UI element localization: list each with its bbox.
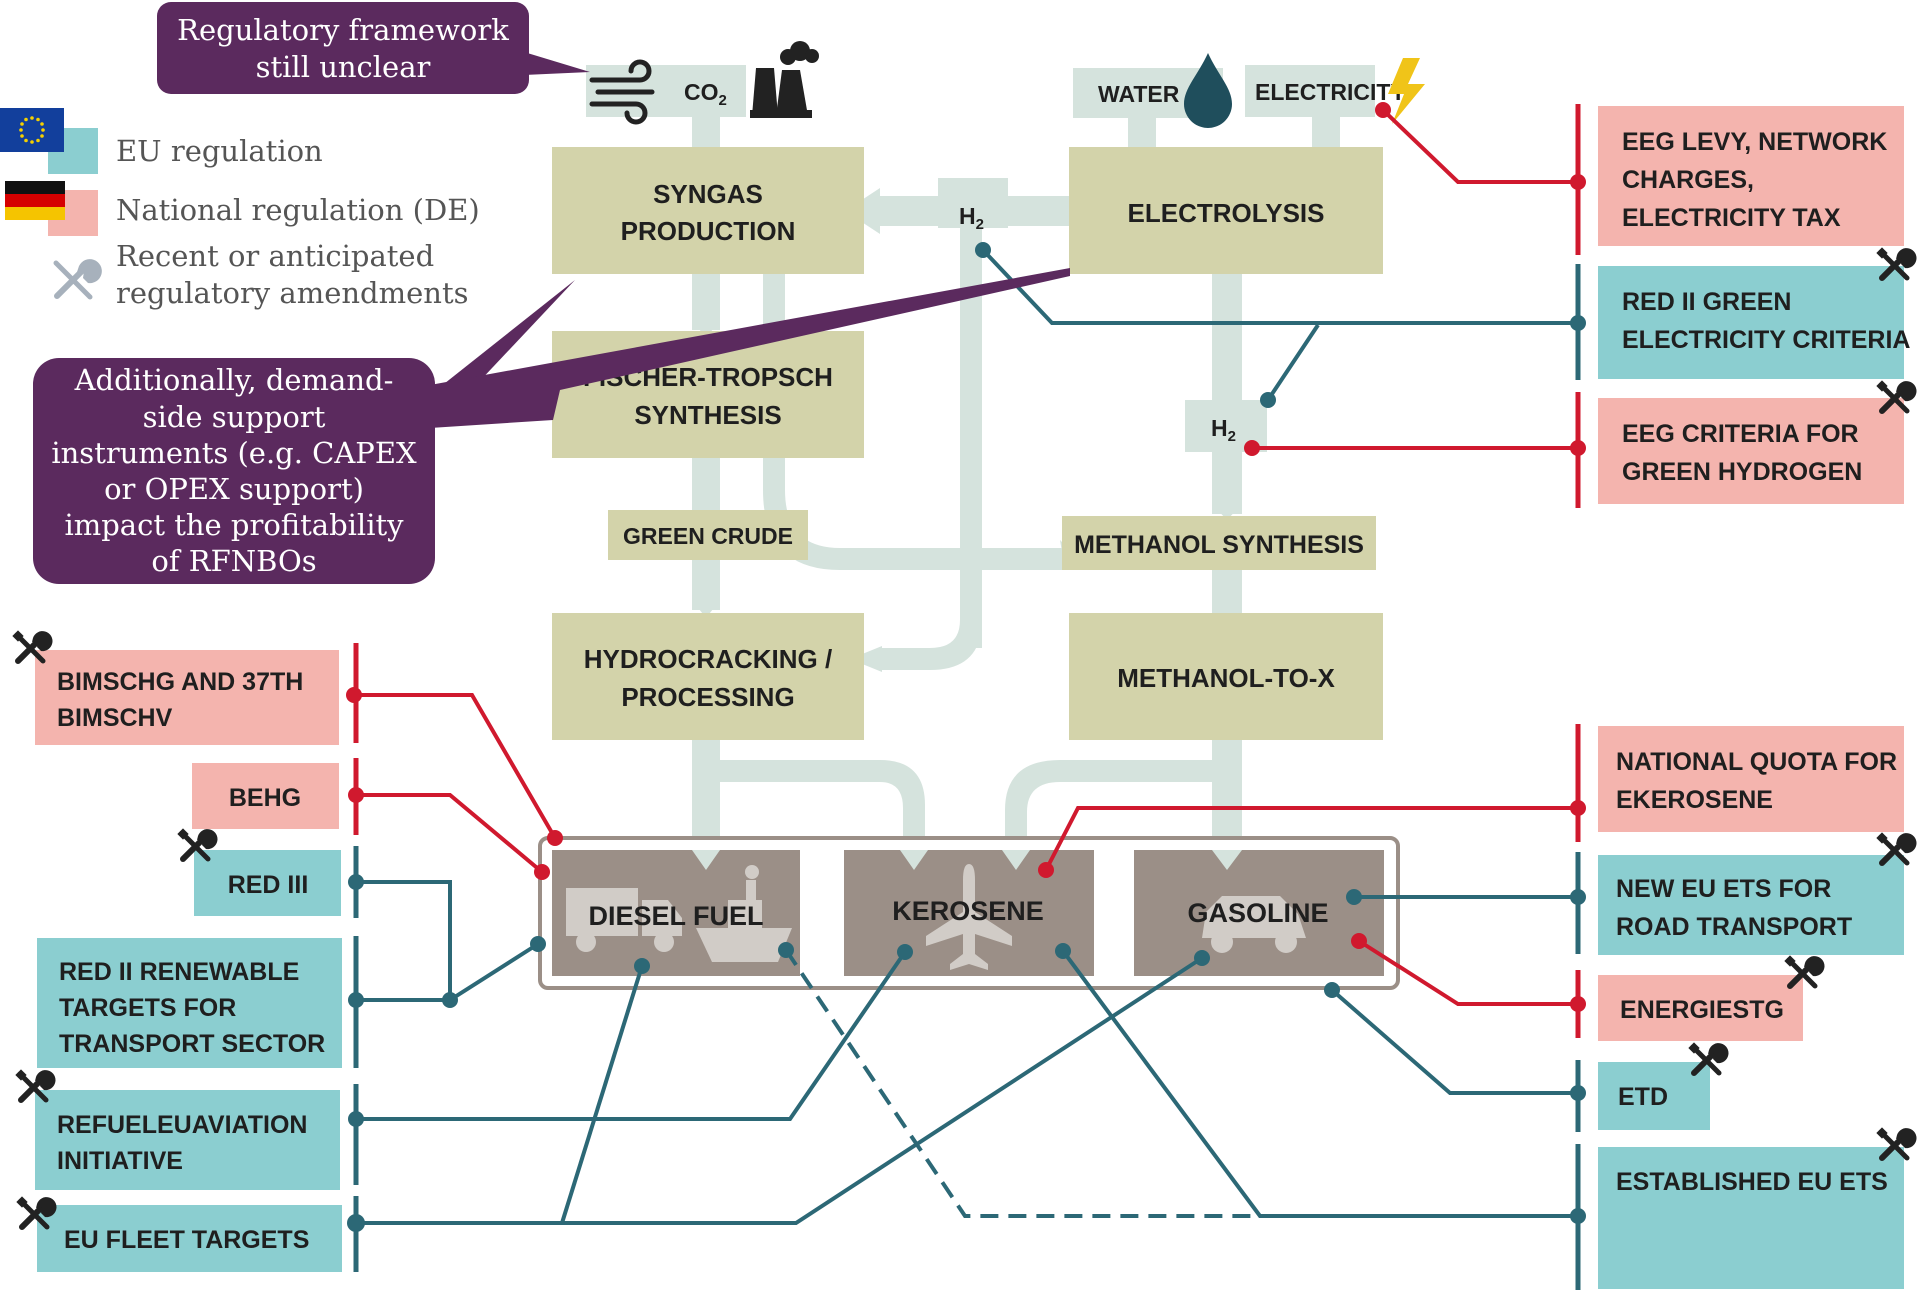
- methanol-synthesis-label: METHANOL SYNTHESIS: [1074, 531, 1364, 559]
- reg-red2-green-label-1: RED II GREEN: [1622, 288, 1791, 316]
- reg-red2-green-label-2: ELECTRICITY CRITERIA: [1622, 326, 1910, 354]
- gasoline-label: GASOLINE: [1187, 898, 1328, 928]
- methanol-synthesis-box: [1062, 516, 1376, 570]
- reg-red3-label: RED III: [228, 871, 309, 899]
- h2-lower-label: H2: [1211, 415, 1236, 445]
- wind-icon: [589, 59, 655, 125]
- water-drop-icon: [1184, 53, 1232, 128]
- electrolysis-box: [1069, 147, 1383, 274]
- reg-behg: [192, 763, 339, 829]
- callout-left-line-6: of RFNBOs: [151, 544, 316, 578]
- reg-bimschg-label-1: BIMSCHG AND 37TH: [57, 668, 303, 696]
- fischer-label-2: SYNTHESIS: [634, 400, 781, 430]
- reg-eeg-levy: [1598, 106, 1904, 246]
- reg-fleet-label: EU FLEET TARGETS: [64, 1226, 309, 1254]
- co2-label: CO2: [684, 79, 727, 109]
- electricity-label: ELECTRICITY: [1255, 79, 1406, 105]
- reg-red2-green: [1598, 266, 1904, 379]
- reg-fleet: [37, 1205, 342, 1272]
- reg-ets: [1598, 1147, 1904, 1289]
- eu-dots: [347, 242, 1586, 1232]
- eu-flag-icon: [0, 108, 64, 152]
- reg-eeg-levy-label-1: EEG LEVY, NETWORK: [1622, 128, 1887, 156]
- legend-amend-label-1: Recent or anticipated: [116, 239, 434, 273]
- airplane-icon: [926, 864, 1012, 970]
- syngas-box: [552, 147, 864, 274]
- car-icon: [1202, 896, 1306, 953]
- reg-quota-label-1: NATIONAL QUOTA FOR: [1616, 748, 1897, 776]
- ship-icon: [696, 865, 792, 962]
- reg-etd-label: ETD: [1618, 1083, 1668, 1111]
- syngas-label-1: SYNGAS: [653, 179, 763, 209]
- process-boxes: [552, 147, 1383, 740]
- green-crude-label: GREEN CRUDE: [623, 523, 793, 549]
- reg-red2-transport-label-1: RED II RENEWABLE: [59, 958, 299, 986]
- truck-icon: [566, 888, 682, 952]
- reg-red2-transport-label-3: TRANSPORT SECTOR: [59, 1030, 325, 1058]
- wrench-icon: [1784, 955, 1824, 986]
- legend-amend-label-2: regulatory amendments: [116, 276, 468, 310]
- factory-icon: [750, 41, 819, 118]
- callout-top: Regulatory framework still unclear: [157, 2, 590, 94]
- reg-eeg-h2: [1598, 398, 1904, 504]
- reg-eeg-h2-label-2: GREEN HYDROGEN: [1622, 458, 1862, 486]
- callout-left-line-3: instruments (e.g. CAPEX: [51, 436, 417, 470]
- reg-new-ets: [1598, 855, 1904, 955]
- reg-quota-label-2: EKEROSENE: [1616, 786, 1773, 814]
- callout-top-line-1: Regulatory framework: [177, 13, 509, 47]
- water-label: WATER: [1098, 81, 1180, 107]
- reg-new-ets-label-2: ROAD TRANSPORT: [1616, 913, 1852, 941]
- reg-eeg-h2-label-1: EEG CRITERIA FOR: [1622, 420, 1859, 448]
- reg-refuel-label-1: REFUELEUAVIATION: [57, 1111, 307, 1139]
- reg-red2-transport: [37, 938, 342, 1068]
- green-crude-box: [608, 510, 808, 560]
- reg-refuel-label-2: INITIATIVE: [57, 1147, 183, 1175]
- reg-energiestg-label: ENERGIESTG: [1620, 996, 1784, 1024]
- wrench-icon: [53, 259, 102, 300]
- electrolysis-label: ELECTROLYSIS: [1128, 198, 1325, 228]
- callout-left-line-5: impact the profitability: [64, 508, 404, 542]
- reg-behg-label: BEHG: [229, 784, 301, 812]
- reg-eeg-levy-label-3: ELECTRICITY TAX: [1622, 204, 1841, 232]
- kerosene-label: KEROSENE: [892, 896, 1044, 926]
- national-connector-lines: [354, 108, 1578, 1006]
- h2-upper-box: [938, 178, 1008, 228]
- reg-eeg-levy-label-2: CHARGES,: [1622, 166, 1754, 194]
- hydrocracking-label-2: PROCESSING: [621, 682, 794, 712]
- callout-left-line-2: side support: [143, 400, 326, 434]
- reg-new-ets-label-1: NEW EU ETS FOR: [1616, 875, 1831, 903]
- reg-quota: [1598, 726, 1904, 832]
- callout-left: Additionally, demand- side support instr…: [33, 268, 1070, 584]
- reg-bimschg-label-2: BIMSCHV: [57, 704, 173, 732]
- callout-top-line-2: still unclear: [256, 50, 431, 84]
- reg-red3: [194, 850, 341, 916]
- legend: EU regulation National regulation (DE) R…: [0, 108, 480, 310]
- callout-left-line-1: Additionally, demand-: [74, 363, 394, 397]
- syngas-label-2: PRODUCTION: [621, 216, 796, 246]
- lightning-icon: [1388, 58, 1425, 124]
- hydrocracking-box: [552, 613, 864, 740]
- reg-energiestg: [1598, 975, 1803, 1041]
- h2-upper-label: H2: [959, 203, 984, 233]
- callout-left-line-4: or OPEX support): [104, 472, 364, 506]
- methanol-to-x-box: [1069, 613, 1383, 740]
- methanol-to-x-label: METHANOL-TO-X: [1117, 663, 1335, 693]
- legend-national-label: National regulation (DE): [116, 193, 480, 227]
- reg-bimschg: [35, 650, 339, 745]
- legend-eu-label: EU regulation: [116, 134, 323, 168]
- reg-ets-label: ESTABLISHED EU ETS: [1616, 1168, 1888, 1196]
- eu-dashed-line: [784, 948, 1260, 1218]
- reg-red2-transport-label-2: TARGETS FOR: [59, 994, 236, 1022]
- national-dots: [346, 102, 1586, 1012]
- de-flag-icon: [5, 181, 65, 220]
- diesel-label: DIESEL FUEL: [588, 901, 763, 931]
- reg-refuel: [35, 1090, 340, 1190]
- hydrocracking-label-1: HYDROCRACKING /: [584, 644, 832, 674]
